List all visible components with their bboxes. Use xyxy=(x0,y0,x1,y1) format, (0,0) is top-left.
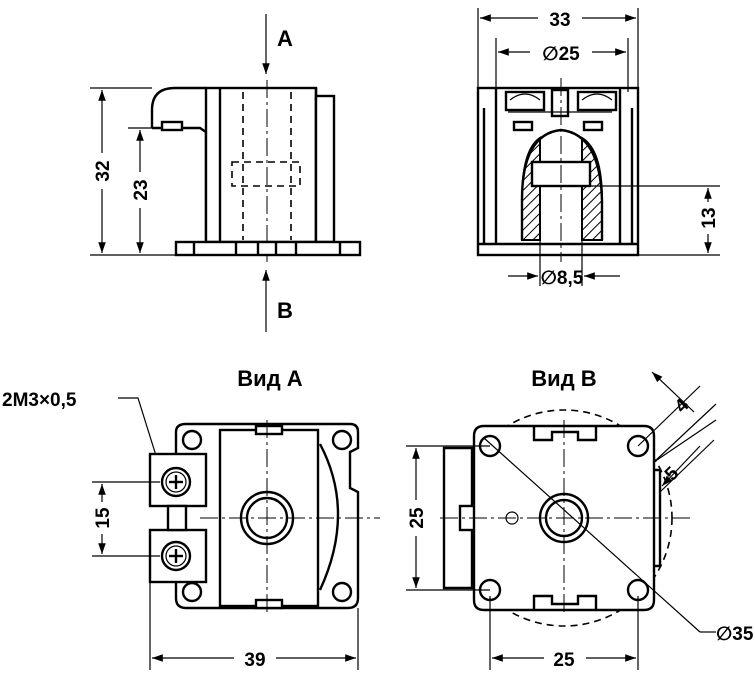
screw-icon xyxy=(160,466,192,498)
view-b-ext-5-a xyxy=(653,419,717,463)
dim-13-label: 13 xyxy=(699,207,720,228)
front-tab-left xyxy=(512,120,534,132)
dim-33-label: 33 xyxy=(549,10,570,31)
view-a-arc xyxy=(318,443,340,591)
screw-icon xyxy=(160,540,192,572)
view-a-bottom-tab xyxy=(254,598,284,610)
dim-15-label: 15 xyxy=(93,507,114,529)
dim-4-label: 4 xyxy=(671,395,694,418)
view-b-ext-4-a xyxy=(637,385,701,447)
arrow-b-label: B xyxy=(277,298,293,323)
dim-32-label: 32 xyxy=(93,160,114,181)
dim-35-label: ∅35 xyxy=(716,624,754,645)
dim-gap-33 xyxy=(538,6,582,30)
dim-25v-label: 25 xyxy=(407,507,428,529)
dim-gap-25-bore xyxy=(530,40,592,64)
side-base-flange xyxy=(174,240,362,257)
dim-line-4 xyxy=(651,371,695,413)
view-a-title: Вид А xyxy=(237,366,302,391)
front-screw-right-head xyxy=(581,93,613,101)
view-a-corner-hole-tr xyxy=(331,429,353,451)
dim-25h-label: 25 xyxy=(553,650,575,671)
arrow-a-label: A xyxy=(277,26,293,51)
side-hook-inner xyxy=(152,126,208,242)
dim-gap-32 xyxy=(90,153,114,189)
side-hook xyxy=(150,86,206,128)
front-top-slot xyxy=(550,88,570,118)
view-b-ext-4-b xyxy=(653,403,717,463)
front-view: 33 ∅25 13 ∅8,5 xyxy=(476,6,720,289)
dim-gap-25v xyxy=(404,500,428,536)
view-b: Вид В ∅35 25 2 xyxy=(404,366,754,671)
view-a-terminal-top xyxy=(148,452,208,508)
side-pocket-hidden xyxy=(231,161,301,187)
view-a-corner-hole-tl xyxy=(181,429,203,451)
view-b-title: Вид В xyxy=(531,366,596,391)
dim-gap-15 xyxy=(90,502,114,534)
thread-leader xyxy=(118,397,159,463)
view-b-top-notch xyxy=(532,426,598,442)
front-screw-right xyxy=(576,90,618,112)
front-tab-right xyxy=(582,120,604,132)
dim-bore-label: ∅25 xyxy=(542,44,580,65)
dim-line-5 xyxy=(661,445,701,487)
dim-gap-23 xyxy=(128,172,152,208)
front-screw-left-head xyxy=(509,93,541,101)
side-view: A B 32 23 xyxy=(90,14,362,332)
view-b-diagonal-leader xyxy=(483,437,701,633)
view-a-corner-hole-br xyxy=(331,581,353,603)
view-a: Вид А 2M3×0,5 xyxy=(2,366,380,671)
dim-gap-25h xyxy=(544,646,586,670)
view-b-corner-hole-tr xyxy=(626,434,650,458)
dim-39-label: 39 xyxy=(244,650,265,671)
side-back-plate xyxy=(314,94,336,244)
dim-23-label: 23 xyxy=(131,179,152,200)
dim-85-label: ∅8,5 xyxy=(541,268,584,289)
view-a-top-tab xyxy=(254,424,284,436)
view-a-terminal-bridge xyxy=(166,504,188,532)
view-b-bottom-notch xyxy=(532,594,598,610)
front-screw-left xyxy=(504,90,546,112)
side-small-tab xyxy=(160,120,184,132)
dim-gap-13 xyxy=(696,202,720,234)
side-main-body xyxy=(204,86,318,244)
thread-callout-label: 2M3×0,5 xyxy=(2,390,77,411)
dim-gap-39 xyxy=(234,646,276,670)
